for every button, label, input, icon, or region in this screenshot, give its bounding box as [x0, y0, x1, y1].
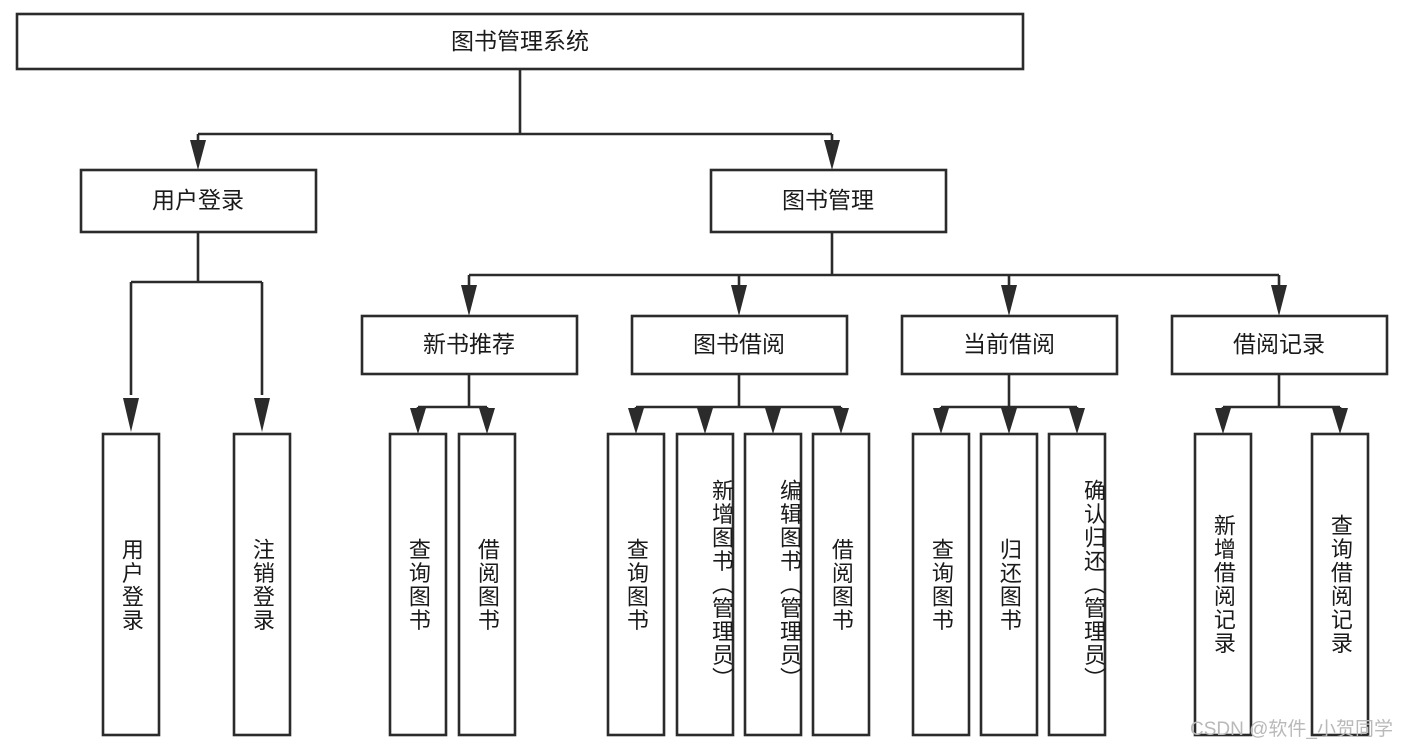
node-book-manage[interactable] [709, 168, 948, 234]
node-borrow-record-label: 借阅记录 [1233, 331, 1325, 357]
leaf-box-query-record[interactable] [1310, 432, 1370, 737]
node-new-book-recommend[interactable] [360, 314, 579, 376]
node-book-manage-label: 图书管理 [782, 187, 874, 213]
node-new-book-recommend-label: 新书推荐 [423, 331, 515, 357]
arrow-head-borrow-record [1271, 285, 1287, 316]
node-current-borrow[interactable] [900, 314, 1119, 376]
arrow-head-leaf-query-book-1 [410, 408, 426, 434]
leaf-box-user-login[interactable] [101, 432, 161, 737]
arrow-head-book-borrow [731, 285, 747, 316]
arrow-head-leaf-confirm-return [1069, 408, 1085, 434]
connector-root-to-level2 [190, 69, 840, 170]
arrow-head-leaf-query-book-2 [628, 408, 644, 434]
connector-record-to-leaves [1215, 374, 1348, 434]
connector-current-to-leaves [933, 374, 1085, 434]
leaf-box-confirm-return[interactable] [1047, 432, 1107, 737]
leaf-box-edit-book[interactable] [743, 432, 803, 737]
arrow-head-leaf-return-book [1001, 408, 1017, 434]
leaf-box-add-record[interactable] [1193, 432, 1253, 737]
node-book-borrow[interactable] [630, 314, 849, 376]
arrow-head-book-manage [824, 140, 840, 170]
arrow-head-new-book-recommend [461, 285, 477, 316]
node-user-login-label: 用户登录 [152, 187, 244, 213]
leaf-box-query-book-2[interactable] [606, 432, 666, 737]
leaf-box-query-book-3[interactable] [911, 432, 971, 737]
node-current-borrow-label: 当前借阅 [963, 331, 1055, 357]
arrow-head-leaf-logout [254, 398, 270, 432]
leaf-box-add-book[interactable] [675, 432, 735, 737]
arrow-head-current-borrow [1001, 285, 1017, 316]
leaf-box-borrow-book-1[interactable] [457, 432, 517, 737]
leaf-box-borrow-book-2[interactable] [811, 432, 871, 737]
arrow-head-leaf-edit-book [765, 408, 781, 434]
node-root-label: 图书管理系统 [451, 28, 589, 54]
arrow-head-leaf-query-book-3 [933, 408, 949, 434]
node-root[interactable] [15, 12, 1025, 71]
node-book-borrow-label: 图书借阅 [693, 331, 785, 357]
arrow-head-leaf-user-login [123, 398, 139, 432]
node-user-login[interactable] [79, 168, 318, 234]
arrow-head-leaf-borrow-book-1 [479, 408, 495, 434]
leaf-box-query-book-1[interactable] [388, 432, 448, 737]
node-borrow-record[interactable] [1170, 314, 1389, 376]
connector-borrow-to-leaves [628, 374, 849, 434]
leaf-box-logout[interactable] [232, 432, 292, 737]
connector-userlogin-to-leaves [123, 232, 270, 432]
arrow-head-leaf-add-book [697, 408, 713, 434]
arrow-head-leaf-add-record [1215, 408, 1231, 434]
arrow-head-user-login [190, 140, 206, 170]
leaf-box-return-book[interactable] [979, 432, 1039, 737]
csdn-watermark: CSDN @软件_小贺同学 [1190, 719, 1393, 740]
connector-recommend-to-leaves [410, 374, 495, 434]
connector-bookmanage-to-level3 [461, 232, 1287, 316]
arrow-head-leaf-borrow-book-2 [833, 408, 849, 434]
arrow-head-leaf-query-record [1332, 408, 1348, 434]
